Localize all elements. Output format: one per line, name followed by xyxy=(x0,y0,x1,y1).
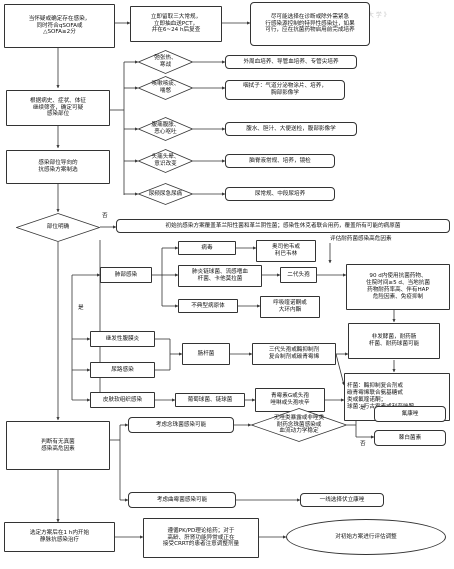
candida-box: 考虑念珠菌感染可能 xyxy=(128,417,234,433)
virus-box: 病毒 xyxy=(178,241,236,255)
decision-headache: 头痛头晕、 意识改变 xyxy=(138,149,193,173)
lung-infection-box: 肺部感染 xyxy=(100,267,152,283)
label-yes: 是 xyxy=(78,305,84,311)
result-urine: 尿常规、中段尿培养 xyxy=(225,187,335,201)
start-iv-within-1h-box: 选定方案后在1 h内开始 静脉抗感染治疗 xyxy=(4,522,115,552)
peritonitis-box: 继发性腹膜炎 xyxy=(90,331,155,347)
third-gen-cephalosporin-box: 三代头孢或酶抑制剂 复合制剂或碳青霉烯 xyxy=(252,343,336,365)
decision-chills: 弛张热、 寒战 xyxy=(138,50,193,74)
pneumococcus-box: 肺炎链球菌、流感嗜血 杆菌、卡他莫拉菌 xyxy=(178,265,262,287)
atypical-pathogen-box: 不典型病原体 xyxy=(178,299,238,313)
oseltamivir-box: 奥司他韦或 利巴韦林 xyxy=(256,240,316,262)
result-blood-culture: 外周血培养、导管血培养、专管尖培养 xyxy=(225,55,357,69)
aspergillus-box: 考虑曲霉菌感染可能 xyxy=(128,492,236,508)
decision-site-clear: 部位明确 xyxy=(16,213,100,242)
decision-hemodynamic: 无唑类暴露或非唑类 耐药念珠菌感染或 血流动力学稳定 xyxy=(251,408,347,442)
staph-strep-box: 葡萄球菌、链球菌 xyxy=(175,393,245,407)
result-abdomen: 腹水、胆汁、大便送检，腹部影像学 xyxy=(225,122,357,136)
site-guided-regimen-box: 感染部位导向的 抗感染方案制选 xyxy=(6,150,110,184)
hap-risk-factors-box: 90 d内使用抗菌药物、 住院时间≥5 d、当地抗菌 药物耐药率高、伴有HAP … xyxy=(346,264,450,310)
watermark: 《 静 大 学 》 xyxy=(352,12,390,19)
enterobacter-box: 肠杆菌 xyxy=(182,343,230,365)
label-no: 否 xyxy=(102,213,108,219)
result-csf: 脑脊液常规、培养，镜检 xyxy=(225,154,335,168)
evaluate-adjust-box: 对初始方案进行评估调整 xyxy=(286,519,446,555)
suspected-infection-box: 当怀疑或确定存在感染， 同时符合qSOFA或 △SOFA≥2分 xyxy=(4,4,115,48)
non-fermenter-box: 非发酵菌，耐药肠 杆菌、耐药球菌可能 xyxy=(348,323,440,359)
penicillin-g-box: 青霉素G或头孢 唑啉或头孢呋辛 xyxy=(255,388,325,412)
quinolone-box: 呼吸喹诺酮或 大环内酯 xyxy=(260,296,320,318)
label-no-2: 否 xyxy=(360,441,366,447)
result-sputum: 咽拭子：气道分泌物涂片、培养， 胸部影像学 xyxy=(225,80,345,100)
voriconazole-box: 一线选择伏立康唑 xyxy=(300,493,384,507)
immediate-tests-box: 立即留取三大常规， 立即抽血送PCT， 并在6~24 h后复查 xyxy=(130,6,222,42)
decision-abdomen: 腹痛腹胀、 恶心呕吐 xyxy=(138,117,193,141)
localize-infection-box: 根据病史、症状、体征 继续筛查，确定可疑 感染部位 xyxy=(6,90,110,126)
decision-urine: 尿频尿急尿痛 xyxy=(138,183,193,205)
fluconazole-box: 氟康唑 xyxy=(374,406,446,422)
label-yes-2: 是 xyxy=(360,405,366,411)
echinocandin-box: 棘白菌素 xyxy=(374,430,446,446)
pkpd-dosing-box: 遵循PK/PD理论给药；对于 高龄、肝肾功能异常或正在 接受CRRT的患者注意调… xyxy=(143,518,259,558)
uti-box: 尿路感染 xyxy=(90,362,155,378)
skin-soft-tissue-box: 皮肤软组织感染 xyxy=(90,392,155,408)
fungal-risk-box: 判断有无真菌 感染高危因素 xyxy=(6,421,110,470)
initial-empiric-box: 初始抗感染方案覆盖革兰阳性菌和革兰阴性菌；感染性休克者联合用药，覆盖所有可能的病… xyxy=(116,219,450,233)
second-gen-cephalosporin-box: 二代头孢 xyxy=(280,267,317,283)
mdr-risk-label: 评估耐药菌感染高危因素 xyxy=(330,236,392,242)
decision-cough: 咳嗽咳痰、 喘憋 xyxy=(138,76,193,100)
culture-before-antibiotics-box: 尽可能选择在诊断或除外需紧急 行感染源控制的特异性感染灶，如果 可行，应在抗菌药… xyxy=(250,2,370,46)
